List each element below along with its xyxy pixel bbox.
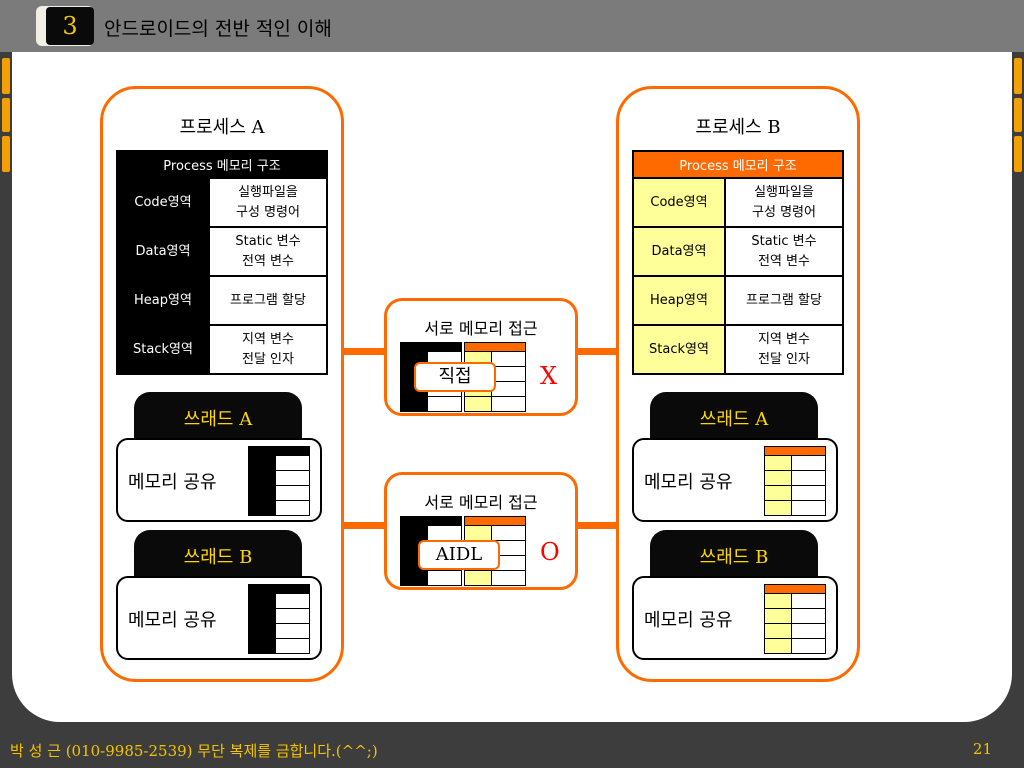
right-side-tab bbox=[1014, 98, 1022, 132]
left-side-tab bbox=[2, 136, 10, 172]
right-side-tab bbox=[1014, 58, 1022, 94]
mini-memory-table bbox=[764, 584, 826, 654]
table-header: Process 메모리 구조 bbox=[116, 150, 328, 179]
footer-page-number: 21 bbox=[972, 740, 992, 758]
mini-memory-table bbox=[248, 446, 310, 516]
table-header: Process 메모리 구조 bbox=[632, 150, 844, 179]
row-key: Heap영역 bbox=[116, 275, 210, 326]
process-a-thread-b-tab: 쓰래드 B bbox=[134, 530, 302, 582]
mid-box-title: 서로 메모리 접근 bbox=[424, 493, 538, 512]
thread-label: 메모리 공유 bbox=[644, 472, 733, 493]
header-bar bbox=[0, 0, 1024, 52]
row-key: Data영역 bbox=[116, 226, 210, 277]
slide-number: 3 bbox=[46, 7, 94, 45]
thread-label: 메모리 공유 bbox=[128, 610, 217, 631]
connector-line bbox=[578, 522, 618, 529]
access-method-label: 직접 bbox=[414, 362, 496, 392]
row-key: Heap영역 bbox=[632, 275, 726, 326]
thread-label: 메모리 공유 bbox=[644, 610, 733, 631]
process-b-thread-b-tab: 쓰래드 B bbox=[650, 530, 818, 582]
right-side-tab bbox=[1014, 136, 1022, 172]
mini-memory-table bbox=[764, 446, 826, 516]
row-key: Data영역 bbox=[632, 226, 726, 277]
process-a-thread-a-tab: 쓰래드 A bbox=[134, 392, 302, 444]
row-key: Code영역 bbox=[632, 177, 726, 228]
process-b-thread-a-tab: 쓰래드 A bbox=[650, 392, 818, 444]
row-key: Code영역 bbox=[116, 177, 210, 228]
allowed-mark: O bbox=[540, 538, 560, 566]
row-key: Stack영역 bbox=[632, 324, 726, 375]
connector-line bbox=[578, 348, 618, 355]
mid-box-title: 서로 메모리 접근 bbox=[424, 319, 538, 338]
connector-line bbox=[344, 522, 384, 529]
process-b-title: 프로세스 B bbox=[695, 117, 781, 138]
table-row: Heap영역 프로그램 할당 bbox=[116, 275, 328, 326]
left-side-tab bbox=[2, 98, 10, 132]
table-row: Heap영역 프로그램 할당 bbox=[632, 275, 844, 326]
row-value: 프로그램 할당 bbox=[724, 275, 844, 326]
process-a-title: 프로세스 A bbox=[179, 117, 265, 138]
footer-author-notice: 박 성 근 (010-9985-2539) 무단 복제를 금합니다.(^^;) bbox=[10, 742, 378, 760]
slide-title: 안드로이드의 전반 적인 이해 bbox=[104, 18, 332, 40]
not-allowed-mark: X bbox=[540, 362, 558, 390]
mini-memory-table bbox=[248, 584, 310, 654]
row-value: 프로그램 할당 bbox=[208, 275, 328, 326]
left-side-tab bbox=[2, 58, 10, 94]
thread-label: 메모리 공유 bbox=[128, 472, 217, 493]
connector-line bbox=[344, 348, 384, 355]
access-method-label: AIDL bbox=[418, 540, 500, 570]
row-key: Stack영역 bbox=[116, 324, 210, 375]
